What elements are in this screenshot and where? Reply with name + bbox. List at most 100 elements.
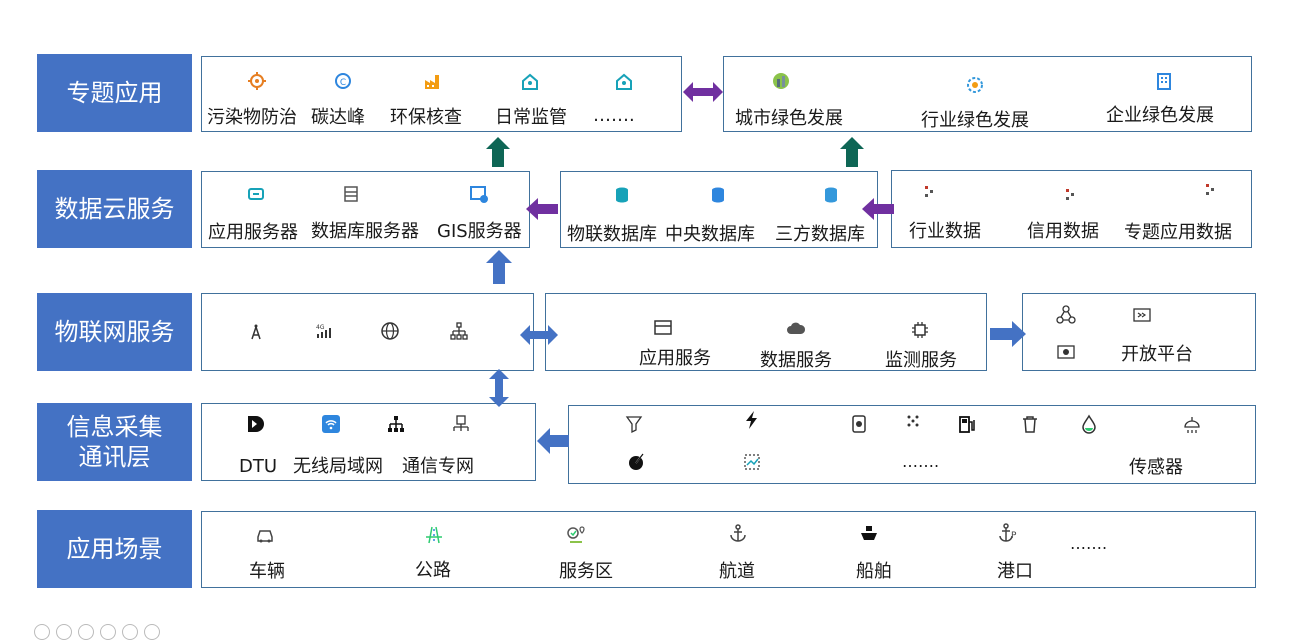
terminal-icon [1131,304,1153,326]
scene-label-1: 公路 [415,560,451,581]
decor-dot [100,624,116,640]
source-label-1: 信用数据 [1027,221,1099,242]
source-label-0: 行业数据 [909,221,981,242]
decor-dot [78,624,94,640]
iot-service-label-1: 数据服务 [760,350,832,371]
wifi-icon [320,413,342,435]
industry-data-icon [919,181,941,203]
third-party-db-icon [820,184,842,206]
meter-icon [848,413,870,435]
dots-sensor-icon [902,410,924,432]
gauge-icon [626,451,648,473]
svg-text:C: C [340,78,346,88]
db-label-2: 三方数据库 [775,224,865,245]
databases-box [560,171,878,248]
monitor-home-icon [519,70,541,92]
data-sources-box [891,170,1252,248]
layer-iot-service: 物联网服务 [37,293,192,371]
topic-app-label-4: ……. [593,105,635,126]
service-area-icon [565,524,587,546]
carbon-cycle-icon: C [332,70,354,92]
lightning-icon [741,409,763,431]
topic-app-label-2: 环保核查 [390,107,462,128]
road-icon [423,524,445,546]
green-label-1: 行业绿色发展 [921,110,1029,131]
globe-icon [379,320,401,342]
green-label-2: 企业绿色发展 [1106,105,1214,126]
layer-scenario: 应用场景 [37,510,192,588]
db-server-icon [340,183,362,205]
iot-db-icon [611,184,633,206]
anchor-icon [727,522,749,544]
scene-label-4: 船舶 [856,561,892,582]
factory-icon [422,70,444,92]
server-label-2: GIS服务器 [437,221,522,242]
gis-server-icon [468,183,490,205]
scene-label-0: 车辆 [249,561,285,582]
comm-box [201,403,536,481]
private-network-icon [450,413,472,435]
decor-dot [144,624,160,640]
scenes-box [201,511,1256,588]
chip-icon [909,319,931,341]
app-server-icon [245,183,267,205]
fuel-pump-icon [956,413,978,435]
sensor-ellipsis: ……. [902,452,940,471]
industry-gear-icon [964,74,986,96]
db-label-0: 物联数据库 [567,224,657,245]
servers-box [201,171,530,248]
credit-data-icon [1060,184,1082,206]
scene-label-3: 航道 [719,561,755,582]
decor-dot [56,624,72,640]
dtu-icon [245,413,267,435]
enterprise-building-icon [1153,70,1175,92]
blue-double-arrow-vertical [488,369,510,407]
topic-app-label-0: 污染物防治 [207,107,297,128]
layer-collection-comm: 信息采集 通讯层 [37,403,192,481]
port-anchor-icon: P [997,522,1019,544]
radio-tower-icon [245,320,267,342]
purple-left-arrow-db [526,198,558,220]
green-up-arrow-right [840,137,864,167]
iot-service-label-0: 应用服务 [639,348,711,369]
blue-double-arrow-horizontal [520,324,558,346]
green-up-arrow-left [486,137,510,167]
central-db-icon [707,184,729,206]
purple-double-arrow [683,80,723,104]
topic-app-label-3: 日常监管 [495,107,567,128]
blue-up-arrow [486,250,512,284]
server-label-0: 应用服务器 [208,222,298,243]
sensors-box [568,405,1256,484]
screen-icon [1055,341,1077,363]
layer-data-cloud: 数据云服务 [37,170,192,248]
green-label-0: 城市绿色发展 [735,108,843,129]
4g-signal-icon: 4G [312,320,334,342]
scene-label-6: ……. [1070,534,1108,553]
open-platform-label: 开放平台 [1121,344,1193,365]
water-drop-icon [1078,413,1100,435]
green-dev-box [723,56,1252,132]
purple-left-arrow-source [862,198,894,220]
comm-label-1: 无线局域网 [293,456,383,477]
more-home-icon [613,70,635,92]
lamp-sensor-icon [1181,414,1203,436]
topic-app-label-1: 碳达峰 [311,107,365,128]
funnel-sensor-icon [623,413,645,435]
source-label-2: 专题应用数据 [1124,222,1232,243]
ship-icon [858,522,880,544]
cloud-data-icon [785,317,807,339]
svg-text:P: P [1011,531,1017,541]
decor-dot [34,624,50,640]
iot-service-label-2: 监测服务 [885,350,957,371]
network-tree-icon [448,320,470,342]
trash-bin-icon [1019,413,1041,435]
scene-label-5: 港口 [997,561,1033,582]
layer-topic-app: 专题应用 [37,54,192,132]
lan-hierarchy-icon [385,413,407,435]
chart-sensor-icon [741,451,763,473]
scene-label-2: 服务区 [559,561,613,582]
topic-data-icon [1200,179,1222,201]
app-service-icon [652,317,674,339]
topic-apps-box [201,56,682,132]
target-icon [246,70,268,92]
